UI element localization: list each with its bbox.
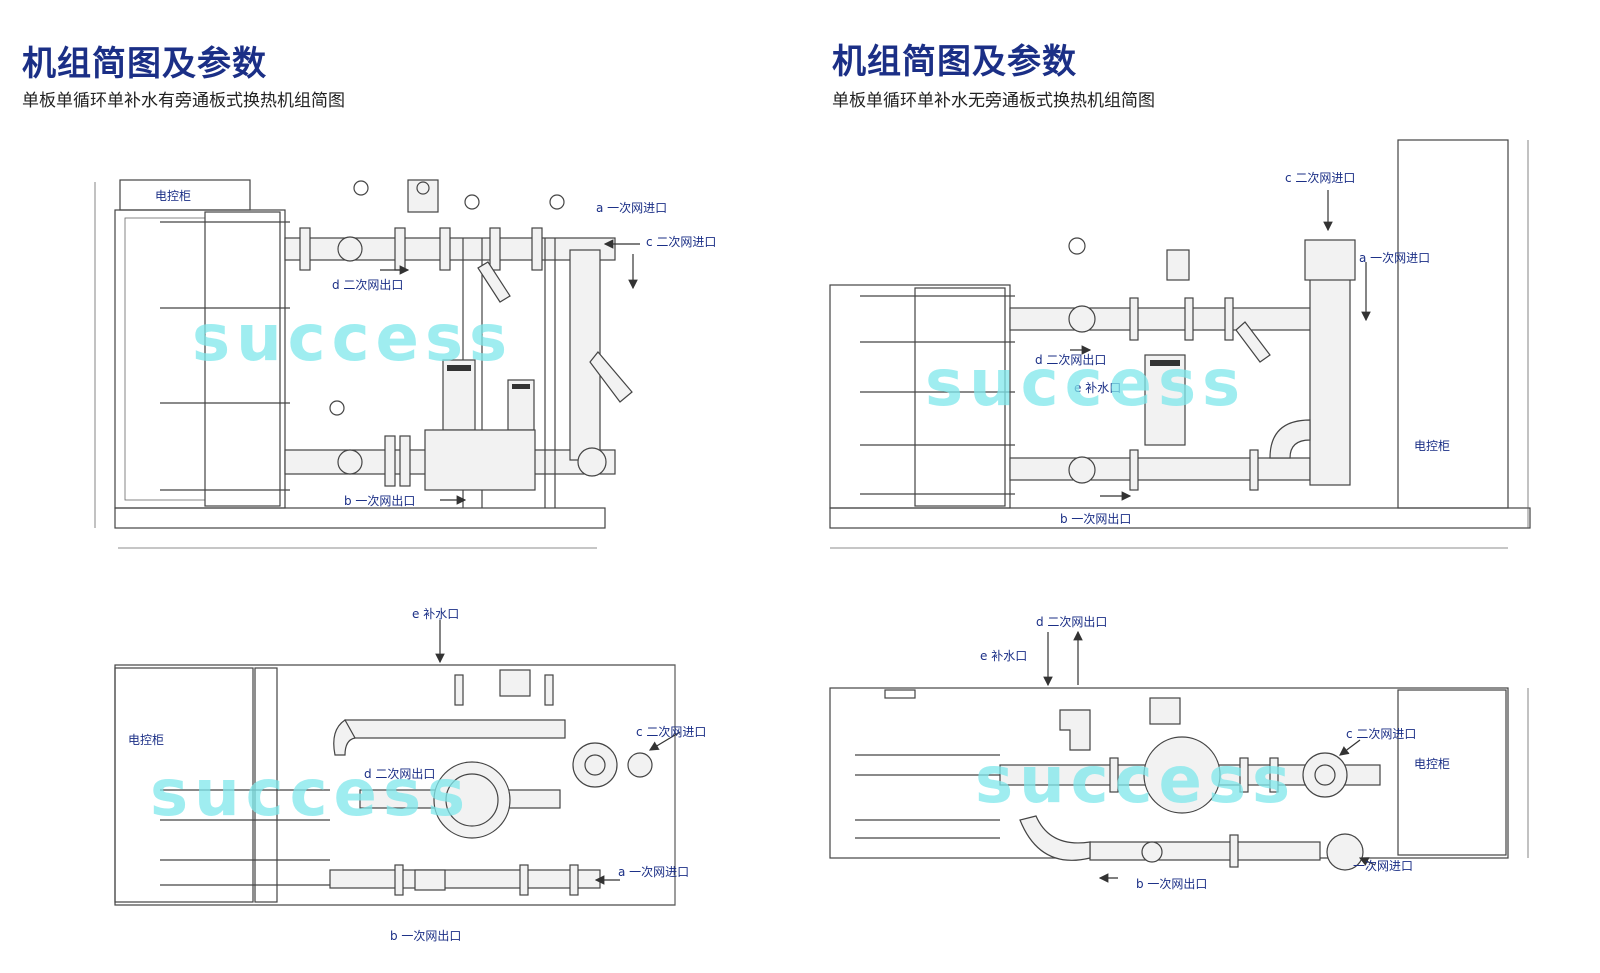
cabinet-label: 电控柜 <box>1414 757 1450 771</box>
label-a-primary-inlet: a 一次网进口 <box>618 865 689 879</box>
label-a-primary-inlet: a 一次网进口 <box>1359 251 1430 265</box>
electric-cabinet <box>1397 139 1509 509</box>
label-d-secondary-outlet: d 二次网出口 <box>1035 353 1106 367</box>
label-d-secondary-outlet: d 二次网出口 <box>332 278 403 292</box>
label-d-secondary-outlet: d 二次网出口 <box>364 767 435 781</box>
right-top-view-diagram: 电控柜 d 二次网出口 e 补水口 c 二次网进口 一次网进口 b 一次网出口 … <box>829 615 1529 891</box>
left-top-view-diagram: 电控柜 e 补水口 c 二次网进口 d 二次网出口 a 一次网进口 b 一次网出… <box>114 607 706 943</box>
lower-pipe <box>1009 457 1311 481</box>
plate-heat-exchanger <box>829 284 1011 509</box>
label-e-makeup-water: e 补水口 <box>1074 381 1121 395</box>
plate-heat-exchanger <box>114 209 286 509</box>
left-panel-subtitle: 单板单循环单补水有旁通板式换热机组简图 <box>22 91 345 111</box>
label-e-makeup-water: e 补水口 <box>980 649 1027 663</box>
base-frame <box>829 507 1531 529</box>
pump-1 <box>442 359 476 431</box>
pump <box>1144 354 1186 446</box>
right-panel-subtitle: 单板单循环单补水无旁通板式换热机组简图 <box>832 91 1155 111</box>
label-b-primary-outlet: b 一次网出口 <box>1136 877 1207 891</box>
left-panel-title: 机组简图及参数 <box>22 44 267 84</box>
electric-cabinet <box>1397 689 1507 856</box>
electric-cabinet <box>114 667 254 903</box>
label-c-secondary-inlet: c 二次网进口 <box>1285 171 1355 185</box>
pump-circle <box>1143 736 1221 814</box>
label-b-primary-outlet: b 一次网出口 <box>344 494 415 508</box>
watermark: success <box>975 744 1296 818</box>
base-frame <box>114 507 606 529</box>
right-panel-title: 机组简图及参数 <box>832 42 1077 82</box>
label-c-secondary-inlet: c 二次网进口 <box>1346 727 1416 741</box>
label-b-primary-outlet: b 一次网出口 <box>390 929 461 943</box>
cabinet-label: 电控柜 <box>128 733 164 747</box>
left-front-view-diagram: 电控柜 a 一次网进口 c 二次网进口 d 二次网出口 b <box>94 179 716 549</box>
pump-circle <box>433 761 511 839</box>
upper-pipe <box>1009 307 1331 331</box>
watermark: success <box>192 302 513 376</box>
label-c-secondary-inlet: c 二次网进口 <box>646 235 716 249</box>
cabinet-label: 电控柜 <box>1414 439 1450 453</box>
watermark: success <box>150 757 471 831</box>
lower-pipe <box>1089 841 1321 861</box>
right-front-view-diagram: 电控柜 c 二次网进口 a 一次网进口 d 二次网出口 e 补水口 b 一次网出… <box>829 139 1531 549</box>
lower-pipe <box>329 869 601 889</box>
label-a-primary-inlet: 一次网进口 <box>1353 859 1413 873</box>
right-header <box>1309 264 1351 486</box>
cabinet-label: 电控柜 <box>155 189 191 203</box>
upper-pipe <box>344 719 566 739</box>
label-d-secondary-outlet: d 二次网出口 <box>1036 615 1107 629</box>
watermark: success <box>925 347 1246 421</box>
label-e-makeup-water: e 补水口 <box>412 607 459 621</box>
label-a-primary-inlet: a 一次网进口 <box>596 201 667 215</box>
label-b-primary-outlet: b 一次网出口 <box>1060 512 1131 526</box>
label-c-secondary-inlet: c 二次网进口 <box>636 725 706 739</box>
